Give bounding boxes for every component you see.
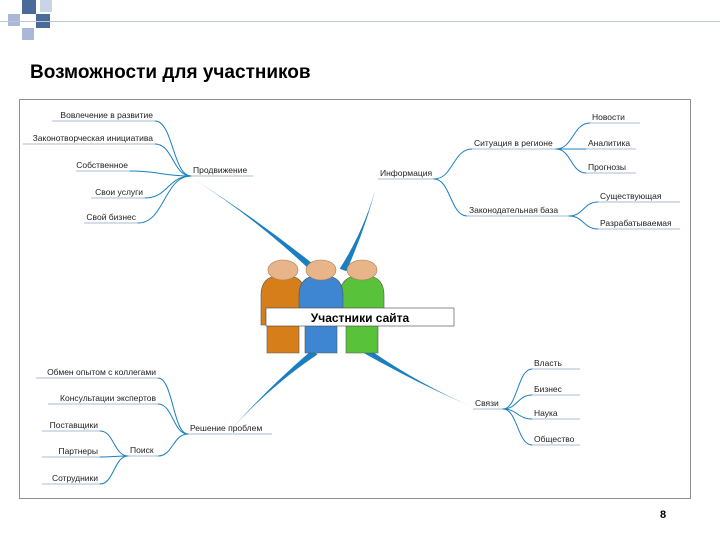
node-zakonodatelnaya-baza: Законодательная база: [469, 205, 558, 215]
node-zakonodatelnaya-child-0: Существующая: [600, 191, 662, 201]
connector-situatsiya-child-2: [555, 148, 587, 174]
connector-svyazi-child-3: [502, 408, 533, 446]
branch-label-informatsiya: Информация: [380, 168, 432, 178]
node-svyazi-child-1: Бизнес: [534, 384, 563, 394]
connector-reshenie-child-2: [157, 433, 189, 457]
connector-prodvizhenie-child-2: [129, 170, 192, 177]
node-prodvizhenie-child-3: Свои услуги: [95, 187, 143, 197]
center-label: Участники сайта: [311, 311, 410, 325]
connector-reshenie-child-1: [157, 403, 189, 435]
node-svyazi-child-3: Общество: [534, 434, 575, 444]
node-zakonodatelnaya-child-1: Разрабатываемая: [600, 218, 672, 228]
connector-zakonodatelnaya-child-1: [568, 215, 599, 230]
node-poisk-child-0: Поставщики: [50, 420, 99, 430]
node-situatsiya-child-0: Новости: [592, 112, 625, 122]
connector-zakonodatelnaya-child-0: [568, 201, 599, 217]
header-rule: [0, 21, 720, 22]
connector-informatsiya-situatsiya: [433, 148, 473, 180]
node-reshenie-child-0: Обмен опытом с коллегами: [47, 367, 156, 377]
branch-connector-reshenie: [228, 349, 318, 433]
people-group-icon: [260, 259, 385, 354]
node-prodvizhenie-child-1: Законотворческая инициатива: [33, 133, 154, 143]
connector-prodvizhenie-child-4: [137, 175, 192, 224]
node-reshenie-child-1: Консультации экспертов: [60, 393, 156, 403]
branch-label-svyazi: Связи: [475, 398, 499, 408]
node-prodvizhenie-child-0: Вовлечение в развитие: [60, 110, 153, 120]
node-situatsiya-child-1: Аналитика: [588, 138, 630, 148]
connector-prodvizhenie-child-1: [154, 143, 192, 177]
mindmap-canvas: Продвижение Вовлечение в развитиеЗаконотв…: [22, 110, 680, 485]
node-svyazi-child-0: Власть: [534, 358, 562, 368]
node-situatsiya-child-2: Прогнозы: [588, 162, 626, 172]
slide-title: Возможности для участников: [30, 62, 311, 83]
node-poisk: Поиск: [130, 445, 154, 455]
page-number: 8: [660, 509, 667, 521]
node-poisk-child-2: Сотрудники: [52, 473, 98, 483]
connector-reshenie-child-0: [157, 377, 189, 435]
connector-prodvizhenie-child-3: [144, 175, 192, 199]
decor-square-1: [22, 0, 36, 14]
connector-poisk-child-2: [99, 455, 129, 485]
branch-connector-prodvizhenie: [192, 178, 318, 273]
decor-square-4: [22, 28, 34, 40]
decor-square-3: [8, 14, 20, 26]
center-label-box: [265, 307, 455, 327]
connector-svyazi-child-0: [502, 368, 533, 410]
connector-poisk-child-0: [99, 430, 129, 457]
connector-prodvizhenie-child-0: [154, 120, 192, 177]
branch-label-prodvizhenie: Продвижение: [193, 165, 247, 175]
decor-square-5: [40, 0, 52, 12]
branch-label-reshenie-problem: Решение проблем: [190, 423, 262, 433]
connector-informatsiya-zakonodatelnaya: [433, 178, 468, 217]
node-svyazi-child-2: Наука: [534, 408, 558, 418]
node-prodvizhenie-child-2: Собственное: [76, 160, 128, 170]
node-situatsiya: Ситуация в регионе: [474, 138, 553, 148]
connector-svyazi-child-1: [502, 394, 533, 410]
node-poisk-child-1: Партнеры: [58, 446, 98, 456]
branch-connector-informatsiya: [339, 180, 378, 272]
connector-situatsiya-child-0: [555, 122, 591, 150]
node-prodvizhenie-child-4: Свой бизнес: [86, 212, 136, 222]
